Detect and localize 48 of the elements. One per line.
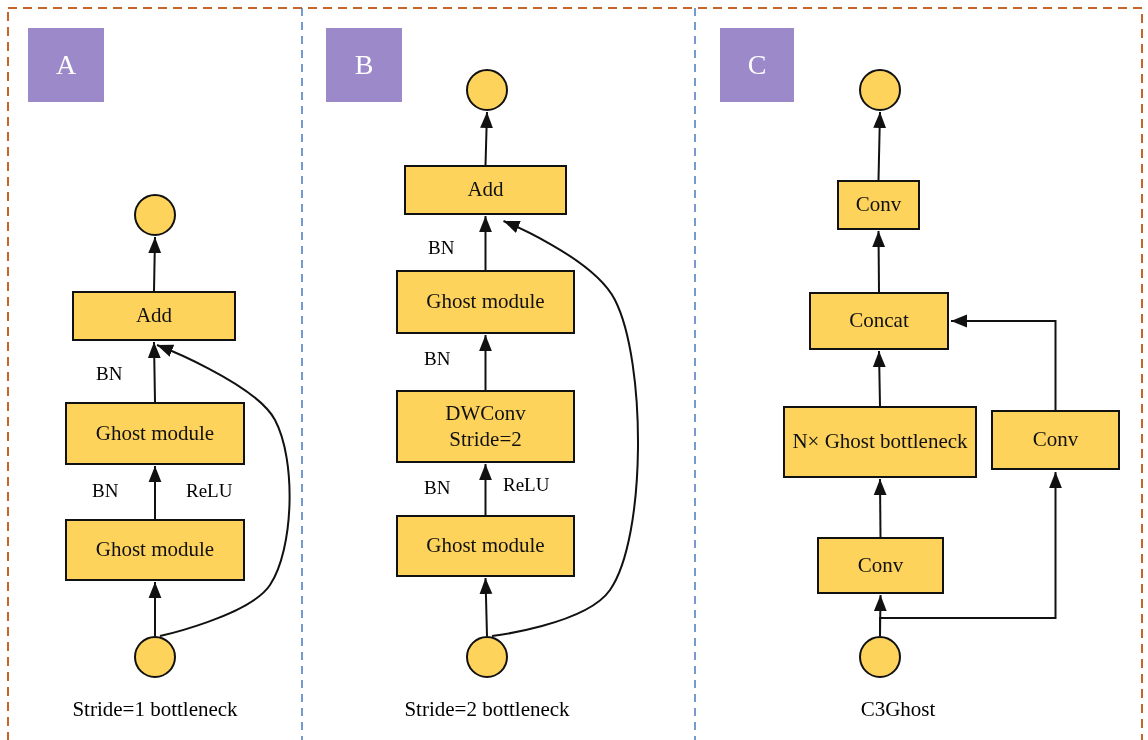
edge-annotation: BN bbox=[424, 477, 451, 499]
arrow bbox=[950, 314, 1057, 411]
node-circle bbox=[859, 636, 901, 678]
process-box: Conv bbox=[991, 410, 1120, 470]
process-box: Ghost module bbox=[65, 402, 245, 465]
arrow bbox=[479, 463, 492, 516]
panel-caption: Stride=1 bottleneck bbox=[72, 697, 238, 722]
arrow bbox=[148, 236, 162, 292]
arrow bbox=[479, 215, 492, 271]
edge-annotation: BN bbox=[428, 237, 455, 259]
node-circle bbox=[859, 69, 901, 111]
arrow bbox=[479, 577, 493, 637]
process-box: Add bbox=[72, 291, 236, 341]
arrow bbox=[879, 471, 1062, 637]
node-circle bbox=[134, 194, 176, 236]
edge-annotation: BN bbox=[92, 480, 119, 502]
panel-caption: Stride=2 bottleneck bbox=[404, 697, 570, 722]
arrow bbox=[491, 220, 639, 637]
arrow bbox=[873, 111, 887, 181]
arrow bbox=[479, 334, 492, 391]
panel-badge: B bbox=[326, 28, 402, 102]
edge-annotation: ReLU bbox=[186, 480, 233, 502]
node-circle bbox=[466, 69, 508, 111]
panel-badge: C bbox=[720, 28, 794, 102]
process-box: Ghost module bbox=[396, 515, 575, 577]
arrow bbox=[147, 341, 161, 403]
process-box: Concat bbox=[809, 292, 949, 350]
arrow bbox=[148, 581, 162, 637]
arrow bbox=[480, 111, 493, 166]
arrow bbox=[872, 350, 886, 407]
edge-annotation: BN bbox=[424, 348, 451, 370]
node-circle bbox=[134, 636, 176, 678]
edge-annotation: BN bbox=[96, 363, 123, 385]
arrow bbox=[873, 478, 887, 538]
process-box: Ghost module bbox=[396, 270, 575, 334]
panel-caption: C3Ghost bbox=[860, 697, 936, 722]
arrow bbox=[872, 230, 886, 293]
panel-badge: A bbox=[28, 28, 104, 102]
arrow bbox=[156, 344, 291, 637]
process-box: N× Ghost bottleneck bbox=[783, 406, 977, 478]
process-box: Conv bbox=[837, 180, 920, 230]
process-box: Ghost module bbox=[65, 519, 245, 581]
edge-annotation: ReLU bbox=[503, 474, 550, 496]
process-box: DWConv Stride=2 bbox=[396, 390, 575, 463]
process-box: Conv bbox=[817, 537, 944, 594]
arrow bbox=[148, 465, 162, 520]
node-circle bbox=[466, 636, 508, 678]
process-box: Add bbox=[404, 165, 567, 215]
